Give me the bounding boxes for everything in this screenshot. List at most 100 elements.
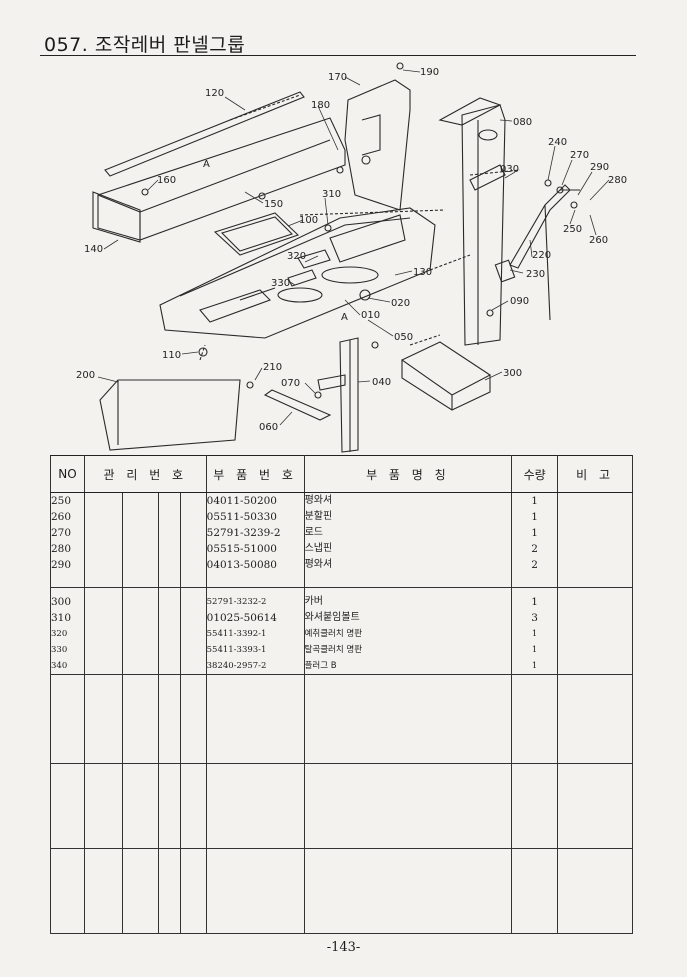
row-name: 스냅핀 (304, 543, 333, 554)
row-qty: 1 (531, 596, 538, 608)
header-qty: 수량 (511, 455, 559, 493)
callout-050: 050 (394, 332, 413, 343)
callout-200: 200 (76, 370, 95, 381)
row-qty: 1 (531, 645, 538, 655)
callout-090: 090 (510, 296, 529, 307)
page-number: -143- (326, 940, 361, 955)
callout-020: 020 (391, 298, 410, 309)
callout-labels: 190 170 120 180 080 240 270 030 290 280 … (76, 67, 627, 433)
page-title: 057. 조작레버 판넬그룹 (44, 34, 246, 56)
row-name: 평와셔 (304, 559, 333, 570)
callout-030: 030 (500, 164, 519, 175)
callout-A2: A (341, 312, 348, 323)
row-qty: 1 (531, 495, 538, 507)
callout-290: 290 (590, 162, 609, 173)
exploded-parts-diagram: 190 170 120 180 080 240 270 030 290 280 … (76, 62, 627, 453)
callout-310: 310 (322, 189, 341, 200)
row-part-no: 55411-3392-1 (206, 629, 267, 639)
callout-100: 100 (299, 215, 318, 226)
row-no: 290 (51, 559, 72, 571)
table-group-2: 300 310 320 330 340 52791-3232-2 01025-5… (50, 587, 633, 675)
row-name: 예취클러치 명판 (304, 629, 363, 639)
callout-150: 150 (264, 199, 283, 210)
part-010-frame (159, 207, 436, 339)
callout-080: 080 (513, 117, 532, 128)
callout-270: 270 (570, 150, 589, 161)
callout-070: 070 (281, 378, 300, 389)
row-part-no: 52791-3232-2 (206, 597, 267, 607)
callout-140: 140 (84, 244, 103, 255)
callout-010: 010 (361, 310, 380, 321)
row-part-no: 05515-51000 (206, 543, 277, 555)
callout-260: 260 (589, 235, 608, 246)
row-no: 270 (51, 527, 72, 539)
row-part-no: 05511-50330 (206, 511, 277, 523)
row-qty: 1 (531, 527, 538, 539)
row-name: 분할핀 (304, 511, 333, 522)
title-rule (40, 55, 636, 56)
row-part-no: 55411-3393-1 (206, 645, 267, 655)
table-header-row: NO 관 리 번 호 부 품 번 호 부 품 명 칭 수량 비 고 (50, 455, 633, 493)
part-170-bracket (344, 79, 411, 211)
header-mgmt: 관 리 번 호 (83, 455, 207, 493)
row-remarks (557, 492, 633, 588)
callout-210: 210 (263, 362, 282, 373)
row-no: 340 (51, 661, 68, 671)
row-qty: 1 (531, 629, 538, 639)
row-qty: 2 (531, 559, 538, 571)
row-qty: 1 (531, 511, 538, 523)
table-group-5 (50, 848, 633, 934)
callout-060: 060 (259, 422, 278, 433)
part-140 (92, 191, 141, 243)
callout-170: 170 (328, 72, 347, 83)
row-no: 300 (51, 596, 72, 608)
callout-330: 330 (271, 278, 290, 289)
header-no: NO (50, 455, 85, 493)
part-100-plate (213, 212, 300, 256)
callout-230: 230 (526, 269, 545, 280)
header-name: 부 품 명 칭 (303, 455, 513, 493)
row-no: 320 (51, 629, 68, 639)
callout-190: 190 (420, 67, 439, 78)
callout-240: 240 (548, 137, 567, 148)
callout-300: 300 (503, 368, 522, 379)
callout-040: 040 (372, 377, 391, 388)
row-name: 탈곡클러치 명판 (304, 645, 363, 655)
part-040-post (339, 337, 359, 453)
row-part-no: 38240-2957-2 (206, 661, 267, 671)
row-part-no: 04013-50080 (206, 559, 277, 571)
row-no: 310 (51, 612, 72, 624)
row-name: 평와셔 (304, 495, 333, 506)
table-group-3 (50, 674, 633, 764)
part-060-plate (263, 389, 332, 421)
row-no: 260 (51, 511, 72, 523)
row-part-no: 01025-50614 (206, 612, 277, 624)
header-remarks: 비 고 (557, 455, 633, 493)
part-main-panel (97, 117, 346, 241)
callout-250: 250 (563, 224, 582, 235)
row-name: 플러그 B (304, 661, 337, 671)
row-no: 330 (51, 645, 68, 655)
callout-180: 180 (311, 100, 330, 111)
row-qty: 1 (531, 661, 538, 671)
table-group-1: 250 260 270 280 290 04011-50200 05511-50… (50, 492, 633, 588)
table-group-4 (50, 763, 633, 849)
row-no: 250 (51, 495, 72, 507)
row-name: 로드 (304, 527, 323, 538)
callout-A1: A (203, 159, 210, 170)
row-qty: 3 (531, 612, 538, 624)
callout-160: 160 (157, 175, 176, 186)
parts-table: NO 관 리 번 호 부 품 번 호 부 품 명 칭 수량 비 고 250 26… (50, 455, 633, 934)
header-part-no: 부 품 번 호 (205, 455, 305, 493)
callout-220: 220 (532, 250, 551, 261)
callout-120: 120 (205, 88, 224, 99)
part-080-column (461, 104, 506, 346)
row-name: 와셔붙임볼트 (304, 612, 360, 623)
callout-110: 110 (162, 350, 181, 361)
callout-130: 130 (413, 267, 432, 278)
row-part-no: 04011-50200 (206, 495, 277, 507)
callout-280: 280 (608, 175, 627, 186)
row-no: 280 (51, 543, 72, 555)
part-200-cover (99, 379, 241, 451)
row-qty: 2 (531, 543, 538, 555)
